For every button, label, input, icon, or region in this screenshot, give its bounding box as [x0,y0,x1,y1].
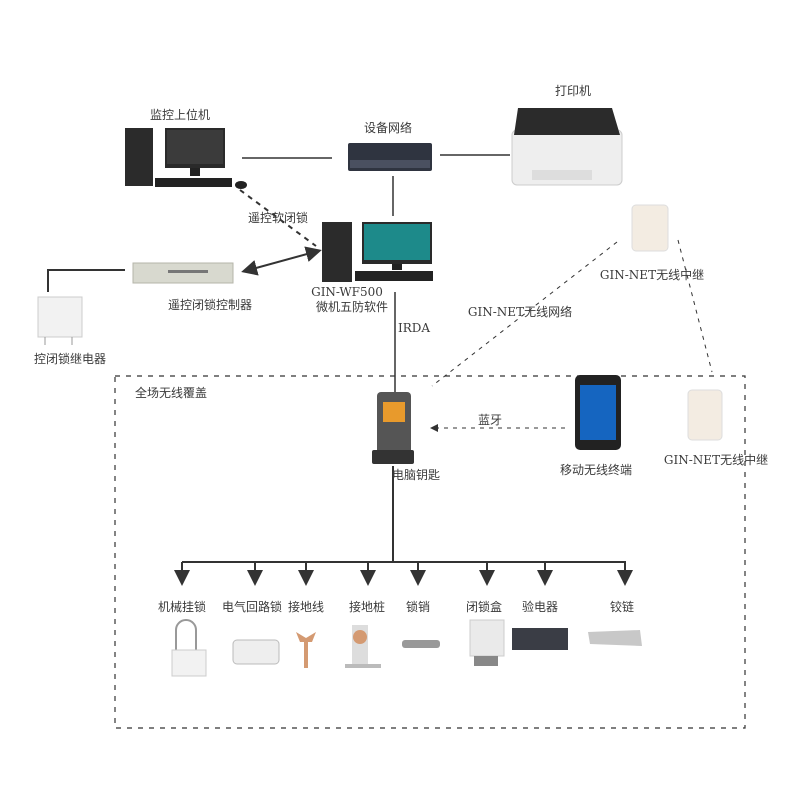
irda-label: IRDA [397,321,431,335]
repeater-1-image [631,204,669,252]
coverage-box [114,375,746,729]
controller-double-arrow [241,246,322,276]
device-arrows [174,562,633,586]
network-switch-image [348,143,432,171]
mobile-terminal-image [575,375,621,450]
key-label: 电脑钥匙 [391,468,441,482]
wireless-network-label: GIN-NET无线网络 [467,305,573,319]
device-label: 电气回路锁 [221,600,283,614]
wf500-name-label: 微机五防软件 [315,300,389,314]
repeater-2-label: GIN-NET无线中继 [663,453,769,467]
monitor-pc-label: 监控上位机 [149,108,211,122]
device-label: 机械挂锁 [157,600,207,614]
controller-image [132,262,234,284]
wireless-dashed-line [431,241,618,387]
device-label: 闭锁盒 [465,600,503,614]
printer-image [511,108,623,186]
device-label: 验电器 [521,600,559,614]
connections [47,154,746,729]
repeater-1-label: GIN-NET无线中继 [599,268,705,282]
controller-label: 遥控闭锁控制器 [167,298,253,312]
computer-key-image [372,392,414,464]
device-label: 锁销 [405,600,431,614]
wf500-model-label: GIN-WF500 [311,285,383,299]
network-label: 设备网络 [363,121,413,135]
coverage-label: 全场无线覆盖 [135,386,208,400]
device-label: 铰链 [609,600,635,614]
relay-image [37,296,83,345]
wf500-pc-image [322,222,433,282]
controller-relay-line [47,269,125,292]
monitor-pc-image [125,128,247,189]
device-label: 接地桩 [348,600,386,614]
device-label: 接地线 [287,600,325,614]
repeater-2-image [687,389,723,441]
soft-lock-label: 遥控软闭锁 [247,211,309,225]
bluetooth-label: 蓝牙 [477,413,503,427]
device-images [171,619,642,677]
relay-label: 控闭锁继电器 [34,352,107,366]
printer-label: 打印机 [554,84,592,98]
repeater-dashed-line [677,239,713,373]
mobile-label: 移动无线终端 [559,463,633,477]
